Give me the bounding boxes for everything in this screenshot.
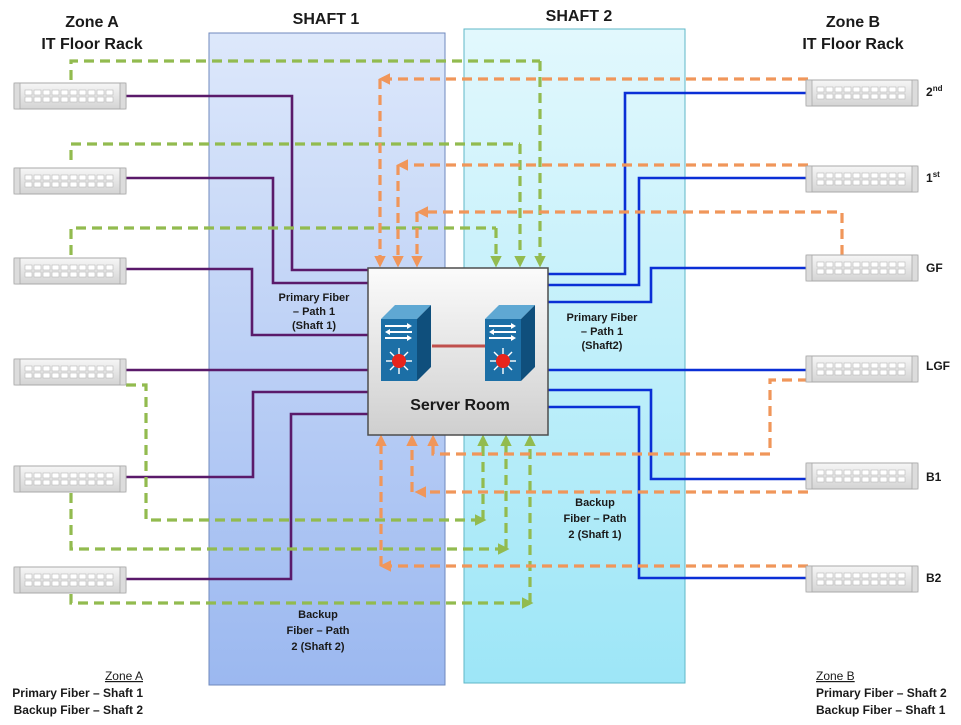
svg-text:Zone B: Zone B [816,669,855,683]
primary-path-shaft-1-label: Primary Fiber – Path 1 (Shaft 1) [279,292,351,332]
server-room-label: Server Room [410,397,510,414]
floor-label: 1st [926,170,940,185]
floor-label: GF [926,261,943,275]
network-switch-icon [484,304,536,382]
zone-b-subtitle: IT Floor Rack [802,36,903,53]
svg-text:– Path 1: – Path 1 [581,326,623,338]
svg-text:Backup Fiber – Shaft 2: Backup Fiber – Shaft 2 [14,703,144,717]
rack-unit-icon [13,465,127,493]
zone-a-legend: Zone A Primary Fiber – Shaft 1 Backup Fi… [12,669,143,717]
floor-label: LGF [926,359,950,373]
primary-path-shaft-2-label: Primary Fiber – Path 1 (Shaft2) [567,312,639,352]
svg-text:Primary Fiber – Shaft 1: Primary Fiber – Shaft 1 [12,686,143,700]
svg-text:Fiber – Path: Fiber – Path [564,513,627,525]
floor-label: B2 [926,571,942,585]
zone-b-backup-fiber [374,73,844,572]
shaft-1-title: SHAFT 1 [293,11,360,28]
zone-b-legend: Zone B Primary Fiber – Shaft 2 Backup Fi… [816,669,947,717]
floor-label: 2nd [926,84,943,99]
rack-unit-icon [805,462,919,490]
svg-text:Primary Fiber: Primary Fiber [567,312,639,324]
svg-text:Zone A: Zone A [105,669,143,683]
backup-path-shaft-2-label: Backup Fiber – Path 2 (Shaft 2) [287,609,350,653]
server-room: Server Room [367,267,549,436]
rack-unit-icon [13,358,127,386]
shaft-2-title: SHAFT 2 [546,8,613,25]
rack-unit-icon [805,355,919,383]
zone-b-racks [805,79,919,593]
zone-b-title: Zone B [826,14,880,31]
svg-text:Fiber – Path: Fiber – Path [287,625,350,637]
rack-unit-icon [13,167,127,195]
svg-text:2 (Shaft 2): 2 (Shaft 2) [291,641,345,653]
rack-unit-icon [805,254,919,282]
backup-path-shaft-1-label: Backup Fiber – Path 2 (Shaft 1) [564,497,627,541]
zone-a-backup-fiber [69,59,546,609]
rack-unit-icon [13,82,127,110]
svg-text:(Shaft 1): (Shaft 1) [292,320,336,332]
floor-label: B1 [926,470,942,484]
zone-a-title: Zone A [65,14,119,31]
rack-unit-icon [13,566,127,594]
svg-text:Backup: Backup [575,497,615,509]
svg-text:– Path 1: – Path 1 [293,306,335,318]
rack-unit-icon [805,165,919,193]
network-switch-icon [380,304,432,382]
svg-text:2 (Shaft 1): 2 (Shaft 1) [568,529,622,541]
svg-text:Backup Fiber – Shaft 1: Backup Fiber – Shaft 1 [816,703,946,717]
svg-text:Primary Fiber: Primary Fiber [279,292,351,304]
svg-text:Primary Fiber – Shaft 2: Primary Fiber – Shaft 2 [816,686,947,700]
zone-a-primary-fiber [126,94,370,581]
rack-unit-icon [805,565,919,593]
zone-a-subtitle: IT Floor Rack [41,36,142,53]
svg-text:Backup: Backup [298,609,338,621]
rack-unit-icon [805,79,919,107]
rack-unit-icon [13,257,127,285]
svg-text:(Shaft2): (Shaft2) [582,340,623,352]
